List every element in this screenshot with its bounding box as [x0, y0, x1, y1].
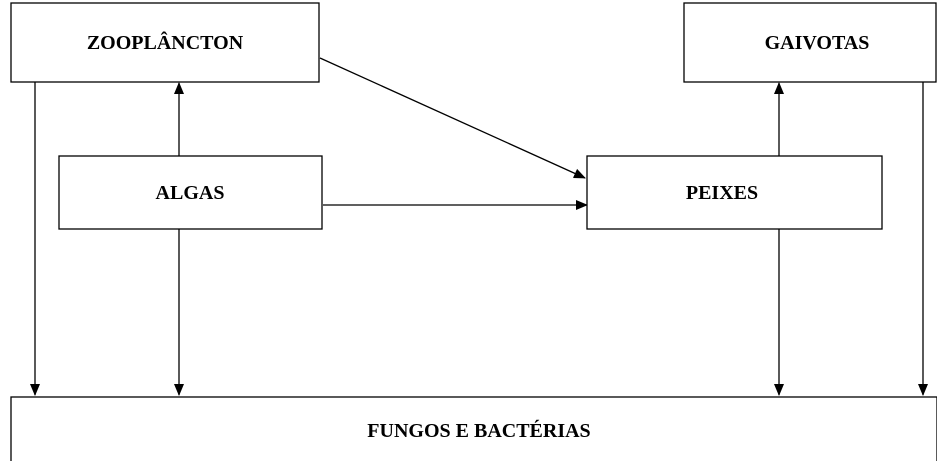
node-box-algas [58, 155, 323, 230]
node-box-zooplancton [10, 2, 320, 83]
node-gaivotas: GAIVOTAS [683, 2, 937, 83]
node-label-gaivotas: GAIVOTAS [765, 32, 870, 54]
node-zooplancton: ZOOPLÂNCTON [10, 2, 320, 83]
node-box-gaivotas [683, 2, 937, 83]
node-box-fungos-bacterias [10, 396, 937, 461]
node-algas: ALGAS [58, 155, 323, 230]
node-label-peixes: PEIXES [686, 182, 758, 204]
node-label-fungos-bacterias: FUNGOS E BACTÉRIAS [367, 419, 590, 442]
edge-zooplancton-to-peixes [319, 57, 586, 179]
node-label-algas: ALGAS [156, 182, 225, 204]
edges [30, 57, 928, 396]
node-box-peixes [586, 155, 883, 230]
node-label-zooplancton: ZOOPLÂNCTON [87, 30, 244, 54]
node-fungos-bacterias: FUNGOS E BACTÉRIAS [10, 396, 937, 461]
node-peixes: PEIXES [586, 155, 883, 230]
